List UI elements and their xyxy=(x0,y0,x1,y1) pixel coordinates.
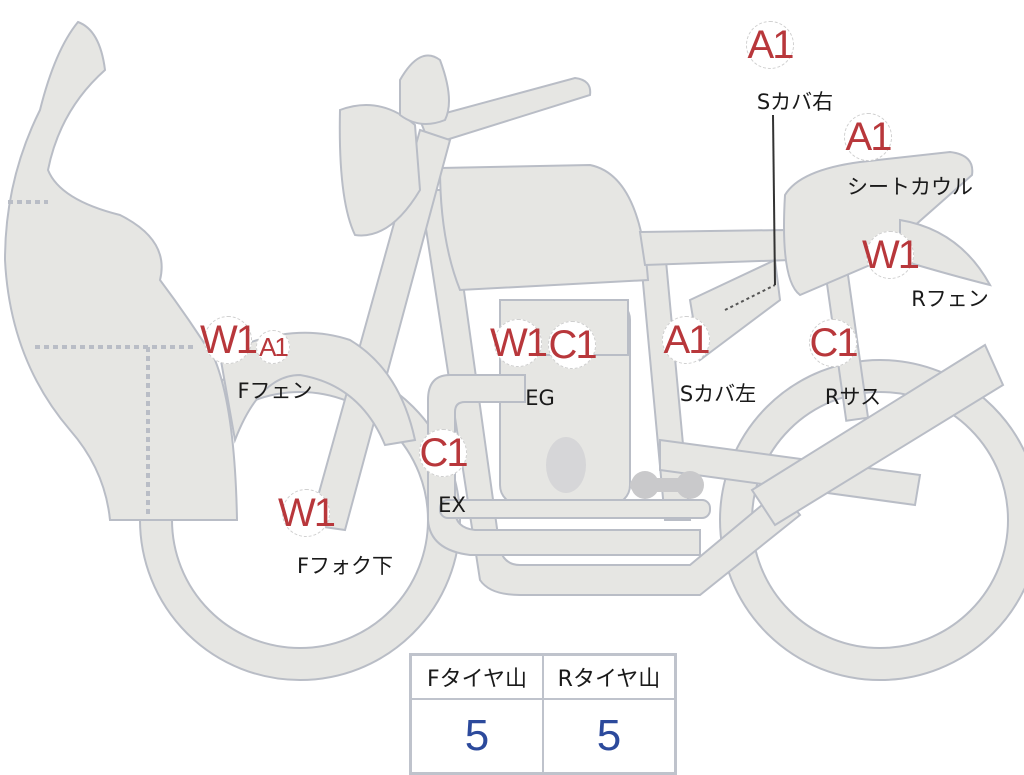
front-fairing xyxy=(3,20,239,521)
rear-fender xyxy=(899,218,992,287)
damage-marker-rear-fender[interactable]: W1 xyxy=(862,231,920,279)
damage-marker-front-fender-w1[interactable]: W1 xyxy=(200,316,258,364)
damage-marker-engine-c1[interactable]: C1 xyxy=(548,321,598,369)
damage-marker-front-fender-a1[interactable]: A1 xyxy=(256,330,290,364)
fuel-tank xyxy=(438,163,650,292)
label-exhaust: EX xyxy=(438,493,466,517)
seat-cowl xyxy=(783,150,974,297)
damage-marker-rear-suspension[interactable]: C1 xyxy=(809,319,859,367)
label-seat-cowl: シートカウル xyxy=(847,175,973,199)
label-s-cover-right: Sカバ右 xyxy=(756,90,834,114)
label-front-fork-lower: Fフォク下 xyxy=(296,554,394,578)
damage-marker-s-cover-left[interactable]: A1 xyxy=(662,316,710,364)
front-tire-value: 5 xyxy=(409,698,544,775)
label-rear-suspension: Rサス xyxy=(824,385,882,409)
damage-marker-front-fork-lower[interactable]: W1 xyxy=(278,489,336,537)
handlebar xyxy=(418,76,592,147)
label-engine: EG xyxy=(525,386,555,410)
muffler xyxy=(750,343,1005,527)
damage-marker-exhaust[interactable]: C1 xyxy=(419,429,469,477)
tire-tread-table: Fタイヤ山 Rタイヤ山 5 5 xyxy=(409,653,677,775)
damage-marker-s-cover-right[interactable]: A1 xyxy=(746,21,794,69)
label-front-fender: Fフェン xyxy=(237,379,313,403)
front-tire-header: Fタイヤ山 xyxy=(409,653,544,700)
damage-marker-seat-cowl[interactable]: A1 xyxy=(844,113,892,161)
label-s-cover-left: Sカバ左 xyxy=(679,382,757,406)
rear-tire-value: 5 xyxy=(542,698,677,775)
rear-tire-header: Rタイヤ山 xyxy=(542,653,677,700)
headlight xyxy=(338,104,422,237)
label-rear-fender: Rフェン xyxy=(911,287,989,311)
exhaust xyxy=(427,374,701,556)
seat xyxy=(638,228,792,267)
damage-marker-engine-w1[interactable]: W1 xyxy=(490,319,548,367)
